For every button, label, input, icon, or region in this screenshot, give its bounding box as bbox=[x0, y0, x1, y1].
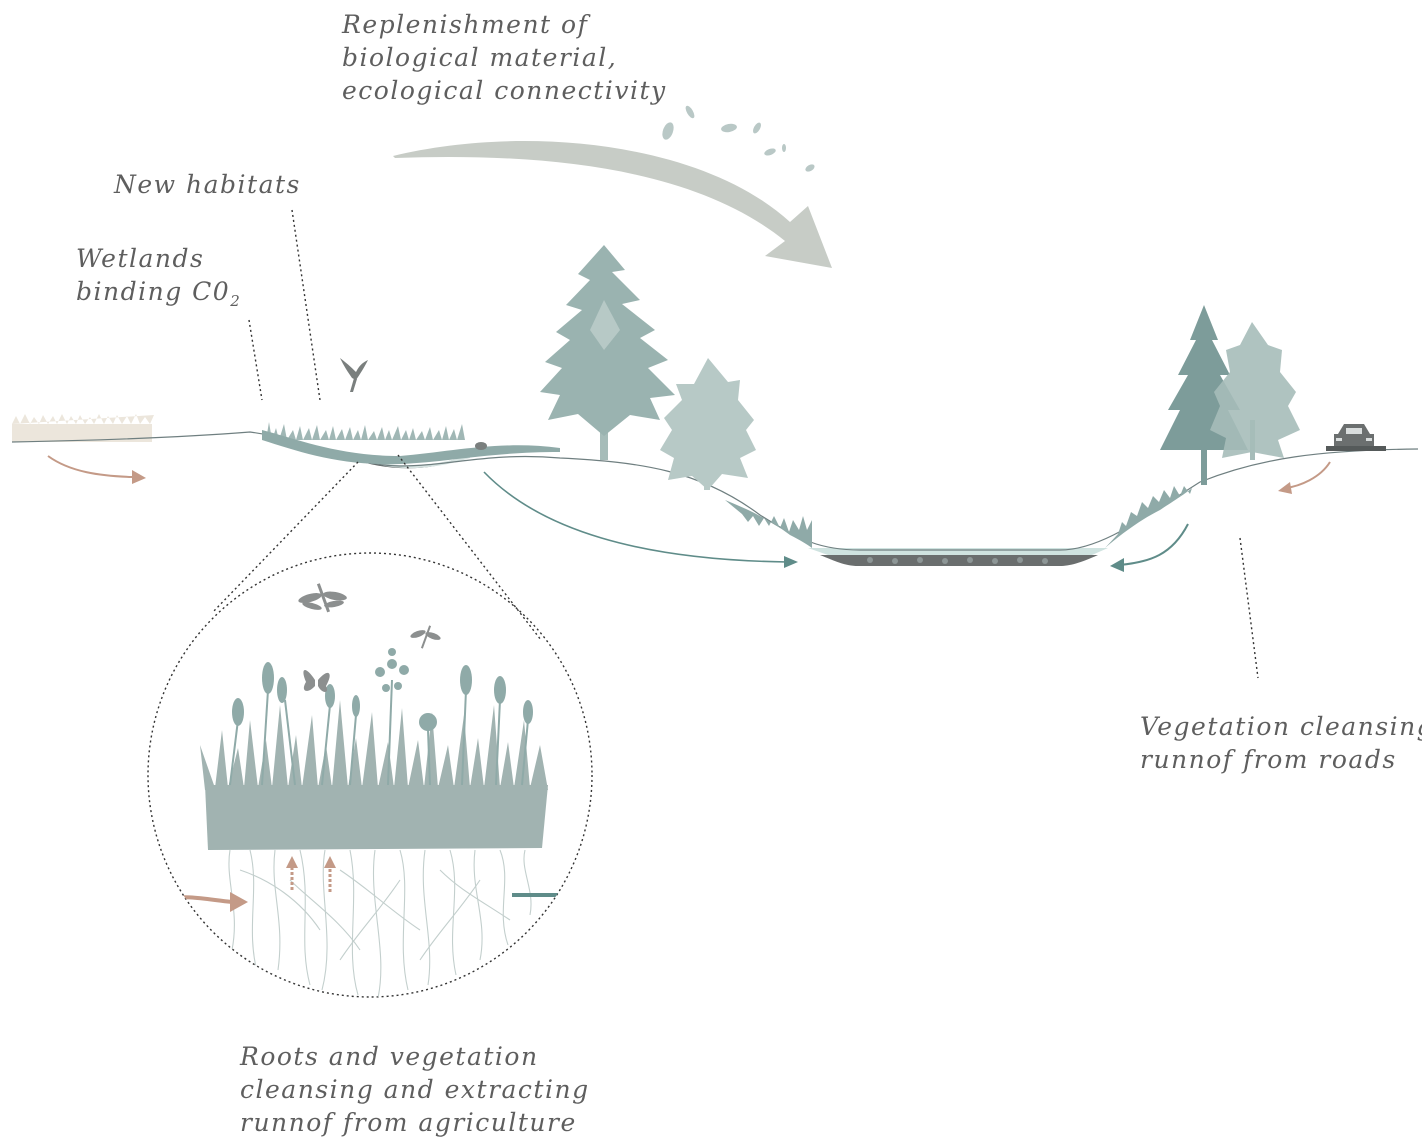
dragonfly-icon bbox=[410, 625, 441, 649]
vegetation-roads-label: Vegetation cleansing runnof from roads bbox=[1140, 712, 1422, 774]
roots-label: Roots and vegetation cleansing and extra… bbox=[240, 1042, 590, 1137]
leaf-icon bbox=[662, 105, 815, 172]
retention-basin bbox=[808, 548, 1108, 566]
car-icon bbox=[1326, 424, 1386, 451]
lens-contents bbox=[159, 648, 592, 997]
wetlands-label: Wetlands binding C02 bbox=[76, 244, 242, 310]
replenishment-arrow bbox=[393, 141, 832, 268]
slope-vegetation bbox=[725, 486, 1192, 548]
tree-icon bbox=[1210, 322, 1300, 460]
flow-arrows bbox=[47, 455, 1331, 566]
leader-lines bbox=[211, 209, 1259, 679]
new-habitats-label: New habitats bbox=[114, 170, 301, 199]
zoom-lens bbox=[147, 552, 593, 998]
replenishment-label: Replenishment of biological material, ec… bbox=[342, 10, 667, 105]
tree-icon bbox=[540, 245, 675, 460]
flower-stalks bbox=[229, 648, 533, 786]
wetland-vegetation bbox=[262, 422, 560, 465]
dragonfly-icon bbox=[298, 583, 347, 613]
roots bbox=[228, 849, 532, 997]
bird-icon bbox=[340, 358, 368, 392]
tree-icon bbox=[660, 358, 756, 490]
ground-profile bbox=[11, 431, 1419, 551]
grass-blades bbox=[200, 700, 548, 790]
butterfly-icon bbox=[303, 670, 330, 692]
vegetation-mat bbox=[205, 785, 548, 850]
agricultural-field bbox=[12, 414, 154, 442]
